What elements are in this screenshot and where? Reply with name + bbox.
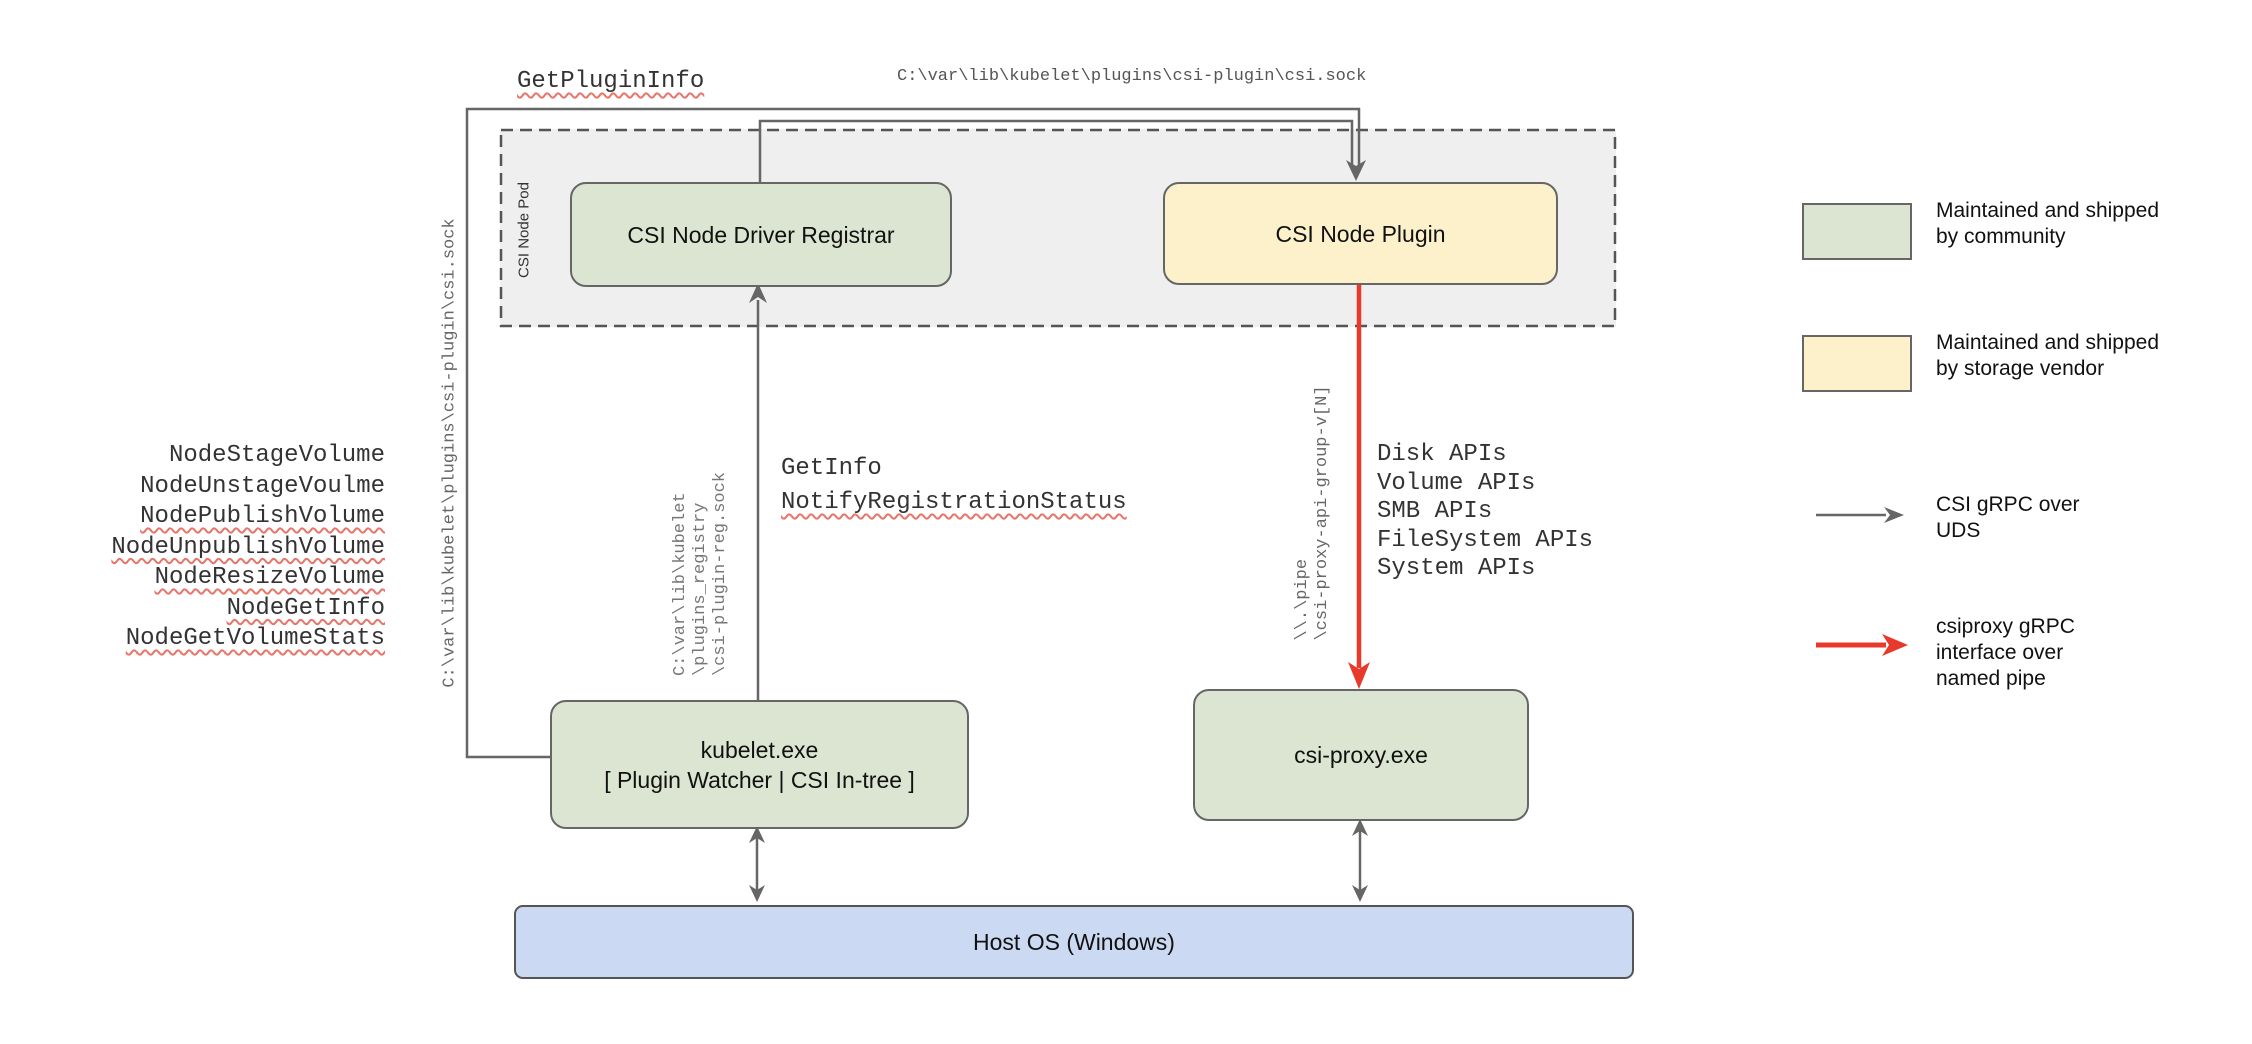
legend-text-line: named pipe xyxy=(1936,667,2046,690)
left-socket-path-label: C:\var\lib\kubelet\plugins\csi-plugin\cs… xyxy=(440,218,460,688)
legend-text-line: by community xyxy=(1936,225,2066,248)
node-method-item: NodeStageVolume xyxy=(168,442,385,469)
legend-text-line: UDS xyxy=(1936,519,1981,542)
node-method-item: NodeResizeVolume xyxy=(154,564,385,591)
legend-named-pipe-label: csiproxy gRPC interface over named pipe xyxy=(1936,614,2075,692)
registry-path-line: \csi-plugin-reg.sock xyxy=(711,471,730,677)
pipe-path-line: \csi-proxy-api-group-v[N] xyxy=(1313,385,1332,641)
node-method-item: NodeGetVolumeStats xyxy=(125,625,385,652)
legend-vendor-label: Maintained and shipped by storage vendor xyxy=(1936,330,2159,382)
csi-node-driver-registrar-label: CSI Node Driver Registrar xyxy=(627,221,895,248)
pipe-path-line: \\.\pipe xyxy=(1293,558,1312,641)
registration-rpc-list: GetInfo NotifyRegistrationStatus xyxy=(781,452,1127,520)
node-method-item: NodeGetInfo xyxy=(226,594,385,622)
kubelet-box: kubelet.exe [ Plugin Watcher | CSI In-tr… xyxy=(550,700,969,829)
api-item: FileSystem APIs xyxy=(1377,526,1594,554)
legend-pipe-arrowhead-icon xyxy=(1882,634,1908,656)
api-item: Volume APIs xyxy=(1377,469,1536,497)
kubelet-label-line2: [ Plugin Watcher | CSI In-tree ] xyxy=(604,766,915,793)
node-service-methods-list: NodeStageVolume NodeUnstageVoulme NodePu… xyxy=(111,441,385,655)
legend-community-swatch xyxy=(1802,203,1912,260)
get-info-label: GetInfo xyxy=(781,455,882,482)
kubelet-to-plugin-uds-arrow xyxy=(465,107,1361,759)
legend-vendor-swatch xyxy=(1802,335,1912,392)
host-os-box: Host OS (Windows) xyxy=(514,905,1634,979)
legend-text-line: Maintained and shipped xyxy=(1936,199,2160,222)
legend-text-line: by storage vendor xyxy=(1936,357,2105,380)
notify-registration-status-label: NotifyRegistrationStatus xyxy=(781,489,1127,516)
legend-text-line: interface over xyxy=(1936,641,2064,664)
kubelet-hostos-arrowhead-down-icon xyxy=(749,885,765,902)
legend-uds-label: CSI gRPC over UDS xyxy=(1936,492,2080,544)
api-item: Disk APIs xyxy=(1377,441,1507,468)
node-method-item: NodeUnpublishVolume xyxy=(111,533,385,561)
top-socket-path-label: C:\var\lib\kubelet\plugins\csi-plugin\cs… xyxy=(897,67,1367,86)
csiproxy-hostos-arrowhead-up-icon xyxy=(1352,819,1368,836)
kubelet-hostos-arrowhead-up-icon xyxy=(749,826,765,843)
csi-node-pod-label: CSI Node Pod xyxy=(515,182,533,278)
csi-node-plugin-box: CSI Node Plugin xyxy=(1163,182,1558,285)
node-method-item: NodeUnstageVoulme xyxy=(140,472,385,500)
csi-proxy-box: csi-proxy.exe xyxy=(1193,689,1529,821)
registry-socket-path-label: C:\var\lib\kubelet \plugins_registry \cs… xyxy=(671,472,731,676)
api-item: System APIs xyxy=(1377,555,1536,582)
legend-text-line: Maintained and shipped xyxy=(1936,331,2160,354)
plugin-arrowhead-icon xyxy=(1346,160,1366,181)
api-item: SMB APIs xyxy=(1377,498,1493,525)
node-method-item: NodePublishVolume xyxy=(140,503,385,530)
host-os-label: Host OS (Windows) xyxy=(973,928,1175,955)
csi-node-pod-dashed-border xyxy=(499,128,1617,328)
registry-path-line: \plugins_registry xyxy=(691,502,710,677)
registry-path-line: C:\var\lib\kubelet xyxy=(671,492,690,677)
registrar-to-plugin-uds-arrow xyxy=(758,119,1354,182)
get-plugin-info-label: GetPluginInfo xyxy=(517,68,705,95)
legend-uds-arrowhead-icon xyxy=(1884,507,1904,523)
csiproxy-hostos-arrowhead-down-icon xyxy=(1352,885,1368,902)
legend-community-label: Maintained and shipped by community xyxy=(1936,198,2159,250)
csi-node-driver-registrar-box: CSI Node Driver Registrar xyxy=(570,182,952,287)
csi-node-plugin-label: CSI Node Plugin xyxy=(1275,220,1446,247)
kubelet-label-line1: kubelet.exe xyxy=(700,736,819,763)
legend-text-line: csiproxy gRPC xyxy=(1936,615,2075,638)
named-pipe-path-label: \\.\pipe \csi-proxy-api-group-v[N] xyxy=(1293,385,1333,640)
csi-proxy-api-list: Disk APIs Volume APIs SMB APIs FileSyste… xyxy=(1377,441,1593,584)
csiproxy-arrowhead-icon xyxy=(1348,662,1370,689)
registrar-arrowhead-icon xyxy=(749,283,767,303)
csi-proxy-label: csi-proxy.exe xyxy=(1294,742,1428,768)
legend-text-line: CSI gRPC over xyxy=(1936,493,2080,516)
